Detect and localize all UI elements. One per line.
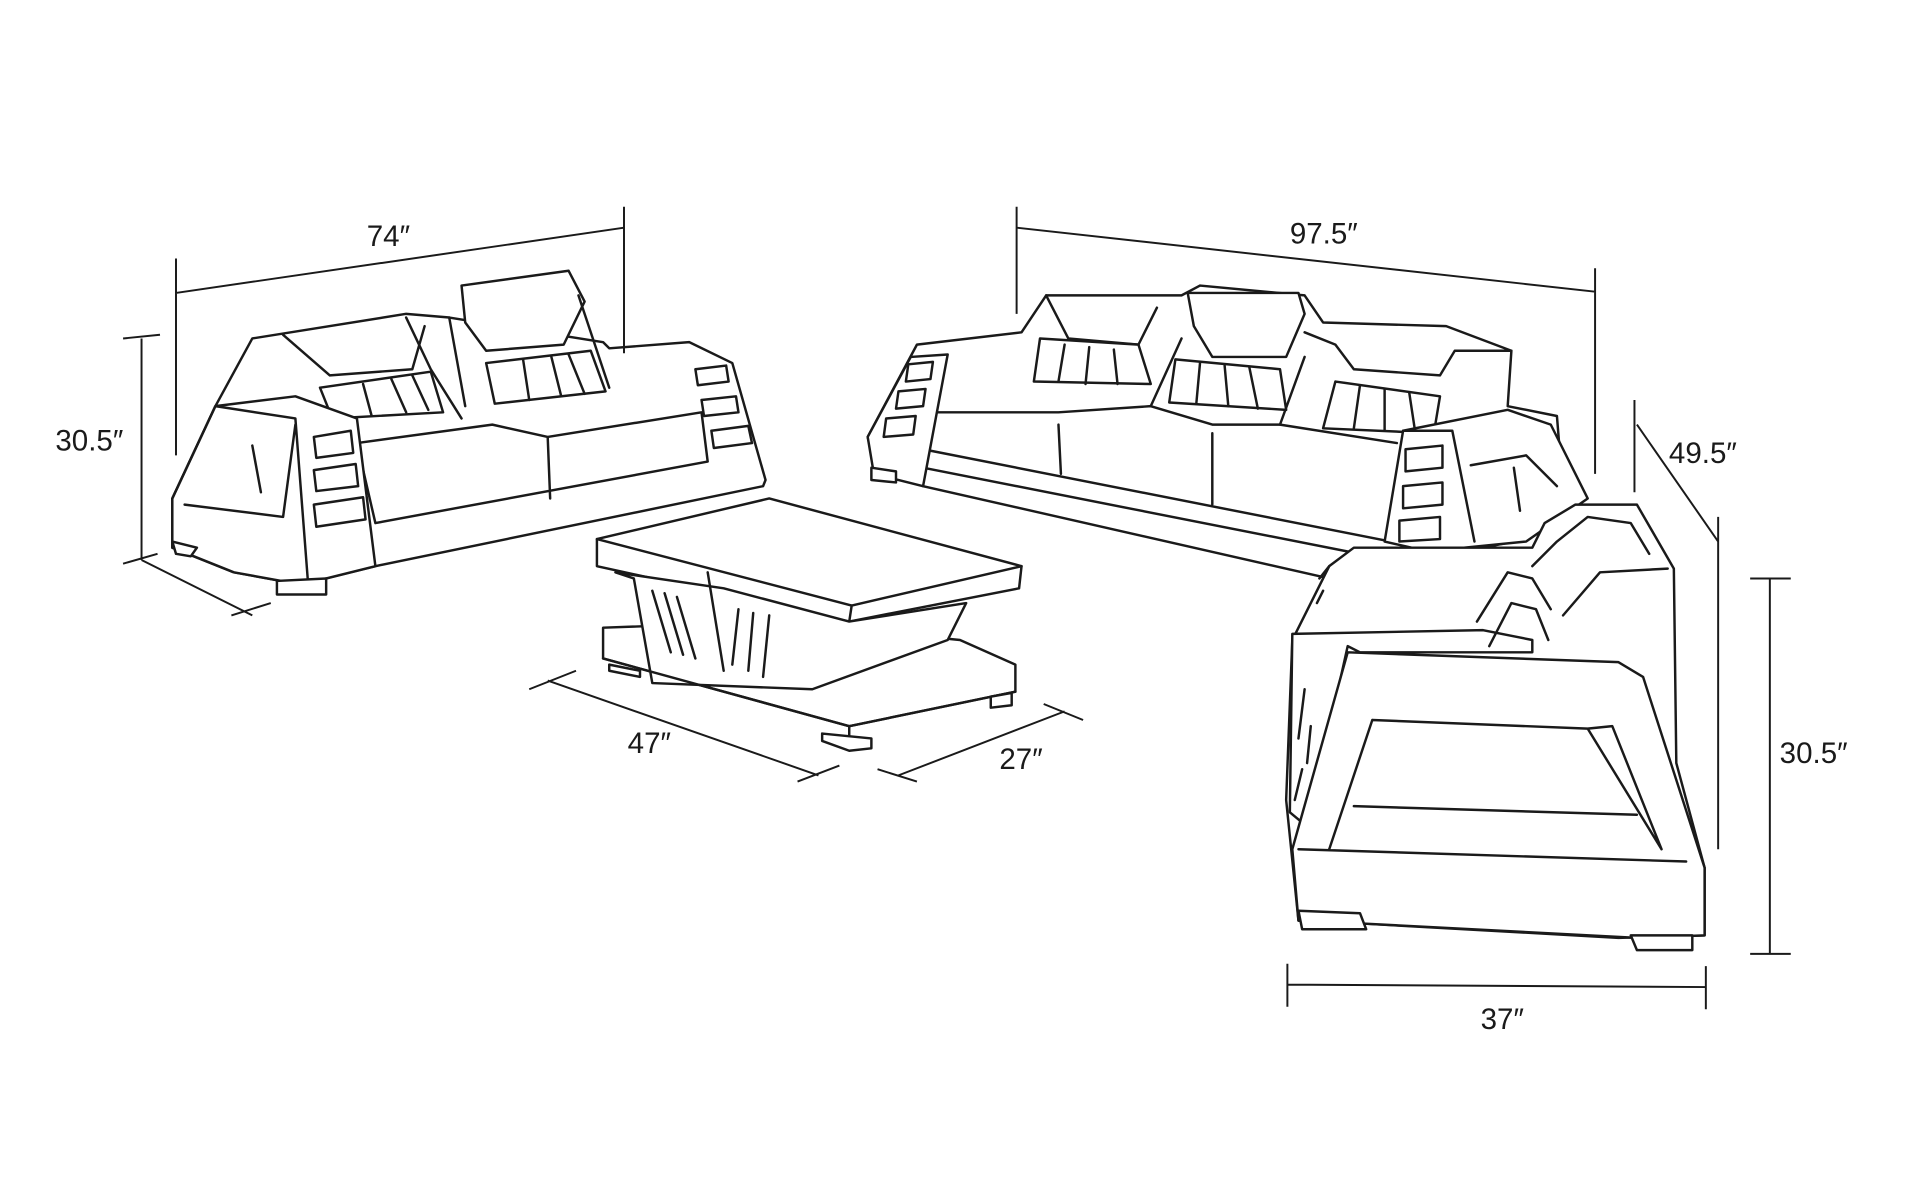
table-width-label: 27″ (999, 743, 1042, 776)
chair-width-label: 37″ (1481, 1003, 1524, 1036)
depth-label: 49.5″ (1669, 437, 1737, 470)
coffee-table-drawing (595, 497, 1023, 753)
table-length-label: 47″ (628, 727, 671, 760)
loveseat-width-label: 74″ (367, 220, 410, 253)
armchair-drawing (1284, 503, 1706, 952)
loveseat-drawing (171, 269, 767, 596)
chair-height-label: 30.5″ (1780, 737, 1848, 770)
dimension-lines (122, 206, 1791, 1010)
sofa-width-label: 97.5″ (1290, 218, 1358, 251)
loveseat-height-label: 30.5″ (55, 424, 123, 457)
sofa-drawing (866, 284, 1589, 580)
